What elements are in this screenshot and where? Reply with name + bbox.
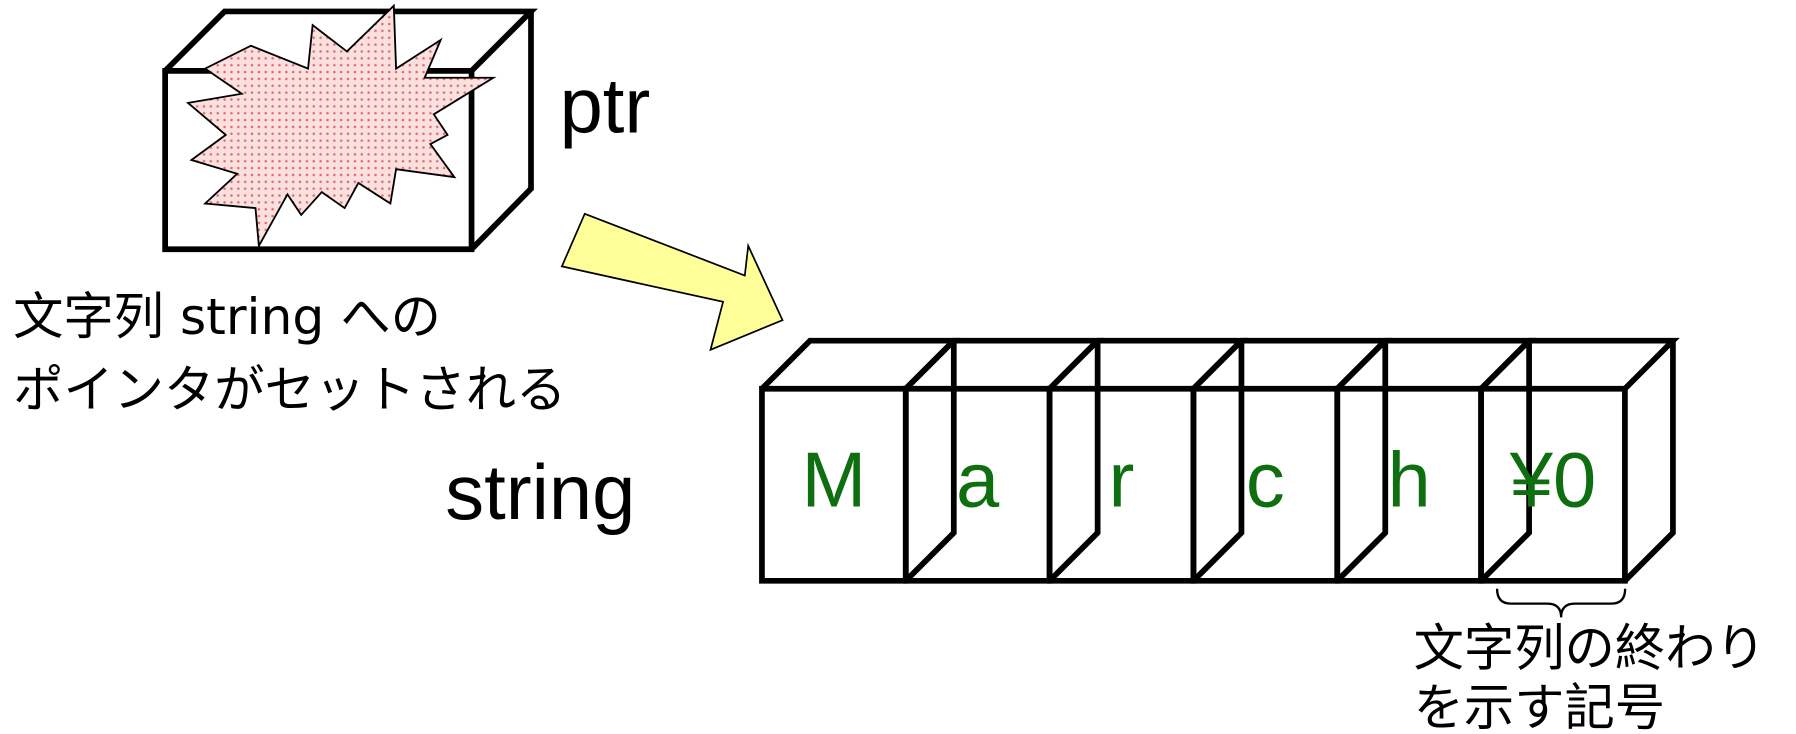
array-cell: c — [1190, 337, 1393, 584]
terminator-note-line1: 文字列の終わり — [1414, 618, 1766, 677]
array-cell: h — [1334, 337, 1537, 584]
array-cell-char: ¥0 — [1509, 437, 1596, 523]
array-cell-char: a — [956, 437, 1000, 523]
pointer-note-line2: ポインタがセットされる — [13, 360, 566, 419]
array-cell-char: h — [1388, 437, 1431, 523]
array-cell-char: M — [801, 437, 866, 523]
array-cell-outline — [1190, 337, 1393, 584]
array-cell-char: r — [1109, 437, 1135, 523]
array-cell-outline — [1334, 337, 1537, 584]
ptr-burst-shape — [185, 3, 497, 249]
array-cell-outline — [1046, 337, 1249, 584]
array-cell-outline — [1478, 337, 1680, 584]
terminator-brace — [1495, 588, 1627, 618]
array-cell: ¥0 — [1478, 337, 1680, 584]
ptr-label: ptr — [560, 64, 651, 150]
pointer-arrow — [560, 212, 784, 352]
terminator-note-line2: を示す記号 — [1414, 678, 1665, 734]
array-cell: r — [1046, 337, 1249, 584]
array-cell-char: c — [1246, 437, 1285, 523]
pointer-note-line1: 文字列 string への — [13, 287, 441, 346]
array-cell: M — [759, 337, 961, 584]
array-cell: a — [902, 337, 1105, 584]
array-cell-outline — [902, 337, 1105, 584]
string-label: string — [445, 450, 635, 536]
